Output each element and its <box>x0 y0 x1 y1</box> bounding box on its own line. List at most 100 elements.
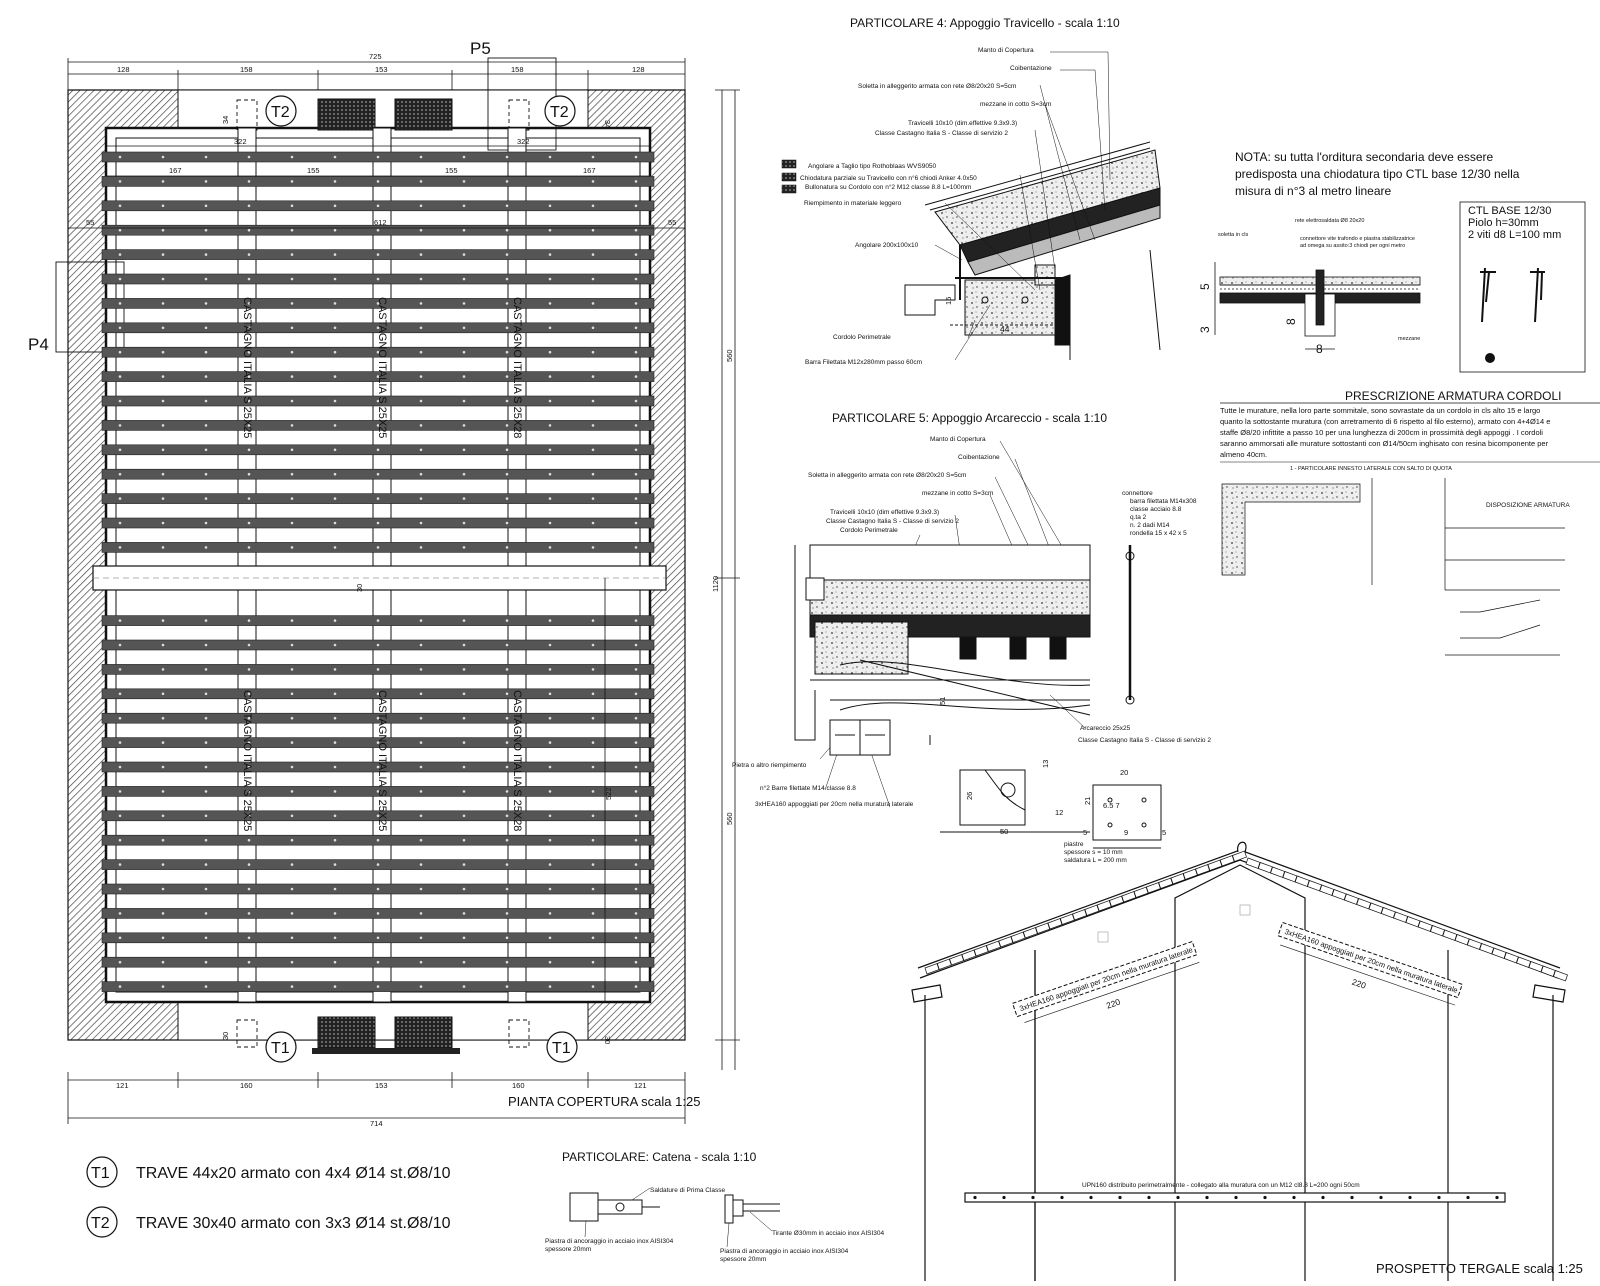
purlin-nail <box>333 155 337 159</box>
purlin-nail <box>161 253 165 256</box>
roof-tile <box>1319 884 1335 896</box>
beam-label: CASTAGNO ITALIA S 25X25 <box>376 297 388 438</box>
t2-circle-left: T2 <box>271 104 290 121</box>
roof-tile <box>1257 862 1273 874</box>
purlin-nail <box>376 448 380 452</box>
upn-bolt <box>1437 1195 1441 1200</box>
purlin-nail <box>634 521 638 525</box>
purlin-nail <box>376 619 380 622</box>
purlin-nail <box>462 521 466 525</box>
purlin-nail <box>118 521 122 525</box>
purlin-nail <box>591 838 595 842</box>
purlin-nail <box>333 741 337 744</box>
purlin-nail <box>247 448 251 452</box>
catena-piastra2b: spessore 20mm <box>720 1256 766 1263</box>
purlin-nail <box>118 180 122 183</box>
purlin-nail <box>505 814 509 818</box>
purlin-nail <box>333 790 337 793</box>
purlin-nail <box>290 350 294 354</box>
purlin-nail <box>505 399 509 403</box>
purlin-nail <box>204 692 208 696</box>
beam-legend: T1 TRAVE 44x20 armato con 4x4 Ø14 st.Ø8/… <box>86 1156 451 1238</box>
purlin-nail <box>161 936 165 940</box>
purlin-nail <box>376 180 380 183</box>
detail4-dim15: 15 <box>944 297 953 305</box>
purlin-nail <box>290 936 294 940</box>
purlin-nail <box>419 643 423 647</box>
purlin-nail <box>118 960 122 964</box>
detail5-trav2: Classe Castagno Italia S - Classe di ser… <box>826 518 959 525</box>
detail5-d9: 9 <box>1124 828 1128 837</box>
purlin-nail <box>505 985 509 988</box>
purlin-nail <box>591 668 595 671</box>
detail5-manto: Manto di Copertura <box>930 436 986 443</box>
purlin-nail <box>247 790 251 793</box>
purlin-nail <box>118 887 122 891</box>
detail4-ang2: Chiodatura parziale su Travicello con n°… <box>800 174 977 182</box>
detail5-conn5: n. 2 dadi M14 <box>1130 522 1170 529</box>
purlin-nail <box>333 204 337 208</box>
purlin-nail <box>548 375 552 378</box>
purlin-nail <box>161 302 165 305</box>
purlin-nail <box>634 399 638 403</box>
purlin-nail <box>634 863 638 866</box>
purlin-nail <box>247 155 251 159</box>
purlin-nail <box>333 985 337 988</box>
purlin-nail <box>634 985 638 988</box>
purlin-nail <box>204 643 208 647</box>
purlin-nail <box>462 668 466 671</box>
purlin-nail <box>505 472 509 476</box>
purlin-nail <box>505 765 509 769</box>
purlin-nail <box>376 253 380 256</box>
purlin-nail <box>333 814 337 818</box>
roof-tile <box>1368 902 1384 914</box>
purlin-nail <box>118 277 122 281</box>
purlin-nail <box>376 692 380 696</box>
purlin-nail <box>161 741 165 744</box>
roof-tile <box>1170 873 1186 885</box>
purlin-nail <box>118 790 122 793</box>
prescr-l3: staffe Ø8/20 infittite a passo 10 per un… <box>1220 428 1543 437</box>
purlin-nail <box>247 497 251 500</box>
dim-55-right: 55 <box>668 218 676 227</box>
purlin-nail <box>419 985 423 988</box>
purlin-nail <box>462 692 466 696</box>
purlin-nail <box>161 180 165 183</box>
purlin-nail <box>505 716 509 720</box>
detail5-p1: piastre <box>1064 841 1084 848</box>
dim-155-right: 155 <box>445 166 458 175</box>
purlin-nail <box>462 204 466 208</box>
dim-top-0: 128 <box>117 65 130 74</box>
purlin-nail <box>290 985 294 988</box>
upn-bolt <box>1234 1195 1238 1200</box>
purlin-nail <box>161 838 165 842</box>
detail4-cordolo: Cordolo Perimetrale <box>833 334 891 341</box>
purlin-nail <box>462 960 466 964</box>
purlin-nail <box>118 472 122 476</box>
note-d8b: 8 <box>1316 342 1323 356</box>
dim-322-right: 322 <box>517 137 530 146</box>
detail4-trav2: Classe Castagno Italia S - Classe di ser… <box>875 130 1008 137</box>
purlin-nail <box>376 790 380 793</box>
purlin-nail <box>290 424 294 427</box>
purlin-nail <box>591 155 595 159</box>
purlin-nail <box>376 497 380 500</box>
purlin-nail <box>118 448 122 452</box>
purlin-nail <box>247 936 251 940</box>
catena-title: PARTICOLARE: Catena - scala 1:10 <box>562 1150 757 1164</box>
purlin-nail <box>419 350 423 354</box>
purlin-nail <box>548 936 552 940</box>
purlin-nail <box>462 253 466 256</box>
roof-tile <box>1479 943 1495 955</box>
purlin-nail <box>118 155 122 159</box>
purlin-nail <box>118 985 122 988</box>
purlin-nail <box>591 619 595 622</box>
purlin-nail <box>462 741 466 744</box>
detail5-d50: 50 <box>1000 827 1008 836</box>
purlin-nail <box>333 912 337 915</box>
purlin-nail <box>247 521 251 525</box>
t2-circle-right: T2 <box>550 104 569 121</box>
purlin-nail <box>419 155 423 159</box>
purlin-nail <box>333 692 337 696</box>
